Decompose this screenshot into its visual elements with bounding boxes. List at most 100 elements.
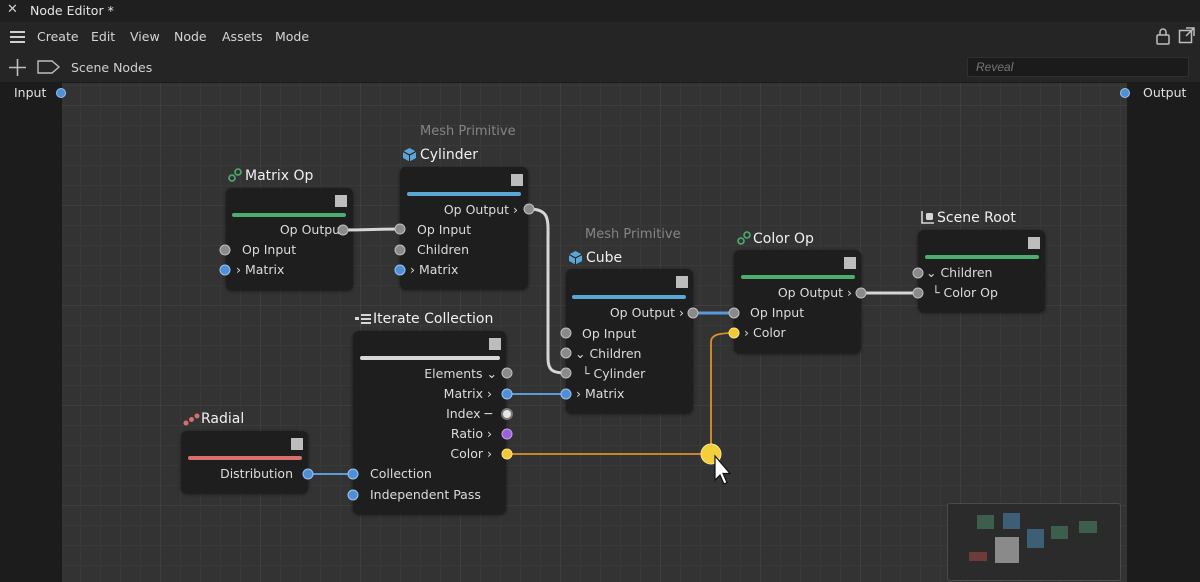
port-label-color: Color ›: [450, 446, 492, 461]
cylinder-category: Mesh Primitive: [420, 124, 516, 139]
cube-mesh-icon: [402, 148, 417, 162]
port-radial-distribution[interactable]: [302, 468, 314, 480]
port-label-op-input: Op Input: [750, 305, 805, 320]
port-label-color: › Color: [744, 325, 786, 340]
menu-edit[interactable]: Edit: [91, 29, 116, 44]
title-bar: ✕ Node Editor *: [0, 0, 1200, 22]
port-cylinder-in[interactable]: [394, 223, 406, 235]
iterate-icon: [355, 314, 371, 324]
menu-node[interactable]: Node: [174, 29, 207, 44]
cube-category: Mesh Primitive: [585, 227, 681, 242]
node-menu-icon[interactable]: [291, 438, 303, 442]
op-icon: [228, 168, 242, 182]
port-cube-matrix[interactable]: [560, 388, 572, 400]
port-label-children: ⌄ Children: [926, 265, 993, 280]
menu-view[interactable]: View: [130, 29, 160, 44]
radial-icon: [183, 413, 200, 426]
port-label-collection: Collection: [370, 466, 432, 481]
port-label-matrix: › Matrix: [410, 262, 459, 277]
menu-mode[interactable]: Mode: [275, 29, 310, 44]
output-port[interactable]: [1120, 88, 1130, 98]
node-menu-icon[interactable]: [1028, 237, 1040, 241]
input-port[interactable]: [56, 88, 66, 98]
port-iterate-color[interactable]: [501, 448, 513, 460]
port-iterate-index[interactable]: [501, 408, 513, 420]
port-colorop-in[interactable]: [728, 307, 740, 319]
menu-assets[interactable]: Assets: [222, 29, 263, 44]
minimap[interactable]: [947, 503, 1121, 581]
minimap-node: [977, 515, 994, 529]
port-label-op-input: Op Input: [242, 242, 297, 257]
port-label-color-op: └ Color Op: [932, 285, 998, 300]
minimap-node: [1003, 513, 1020, 529]
cylinder-node[interactable]: Op Output › Op Input Children › Matrix: [400, 167, 528, 289]
port-matrixop-out[interactable]: [337, 224, 349, 236]
radial-node[interactable]: Distribution: [181, 431, 308, 493]
menu-create[interactable]: Create: [37, 29, 79, 44]
iterate-collection-node[interactable]: Elements ⌄ Matrix › Index ─ Ratio › Colo…: [353, 331, 506, 514]
port-label-index: Index ─: [446, 406, 492, 421]
port-cylinder-children[interactable]: [394, 244, 406, 256]
port-iterate-independent-pass[interactable]: [347, 489, 359, 501]
port-label-op-output: Op Output ›: [443, 202, 518, 217]
input-column: [0, 83, 62, 582]
port-cube-children[interactable]: [560, 347, 572, 359]
node-menu-icon[interactable]: [335, 195, 347, 199]
color-op-node[interactable]: Op Output › Op Input › Color: [734, 250, 861, 353]
lock-icon[interactable]: [1155, 27, 1171, 45]
port-matrixop-in[interactable]: [219, 244, 231, 256]
close-icon[interactable]: ✕: [7, 2, 18, 17]
ports: [219, 203, 924, 501]
scene-root-icon: [921, 211, 934, 224]
color-op-title: Color Op: [753, 231, 814, 247]
hamburger-menu-icon[interactable]: [10, 31, 25, 33]
add-icon[interactable]: [8, 58, 27, 77]
minimap-node: [995, 537, 1019, 563]
node-menu-icon[interactable]: [676, 276, 688, 280]
port-label-elements: Elements ⌄: [424, 366, 497, 381]
port-label-op-output: Op Output ›: [609, 305, 684, 320]
cube-title: Cube: [586, 250, 623, 266]
port-cube-in[interactable]: [560, 327, 572, 339]
matrix-op-title: Matrix Op: [245, 168, 314, 184]
op-icon: [737, 231, 751, 245]
port-matrixop-matrix[interactable]: [219, 264, 231, 276]
mouse-cursor-icon: [714, 454, 732, 485]
cube-mesh-icon: [568, 251, 583, 265]
node-color-bar: [188, 456, 302, 460]
port-iterate-ratio[interactable]: [501, 428, 513, 440]
cube-node[interactable]: Op Output › Op Input ⌄ Children └ Cylind…: [566, 269, 693, 413]
matrix-op-node[interactable]: Op Output Op Input › Matrix: [226, 188, 353, 290]
wire-cylinder-to-cube[interactable]: [528, 207, 567, 375]
port-iterate-collection[interactable]: [347, 468, 359, 480]
node-color-bar: [572, 295, 686, 299]
cylinder-title: Cylinder: [420, 147, 478, 163]
node-color-bar: [407, 192, 521, 196]
reveal-search-input[interactable]: [967, 57, 1189, 77]
wire-dragging-color[interactable]: [507, 332, 735, 455]
port-cube-cylinder[interactable]: [560, 367, 572, 379]
expand-icon[interactable]: [1178, 27, 1195, 44]
port-label-matrix: Matrix ›: [443, 386, 492, 401]
port-label-independent-pass: Independent Pass: [370, 487, 481, 502]
port-iterate-matrix[interactable]: [501, 388, 513, 400]
port-sceneroot-colorop[interactable]: [912, 287, 924, 299]
tag-icon[interactable]: [37, 60, 61, 74]
radial-title: Radial: [201, 411, 245, 427]
node-color-bar: [360, 356, 500, 360]
port-cylinder-out[interactable]: [523, 203, 535, 215]
node-menu-icon[interactable]: [511, 174, 523, 178]
port-label-children: Children: [417, 242, 470, 257]
port-cylinder-matrix[interactable]: [394, 264, 406, 276]
port-iterate-elements[interactable]: [501, 367, 513, 379]
wire-matrixop-to-cylinder[interactable]: [342, 227, 401, 232]
port-colorop-color[interactable]: [728, 327, 740, 339]
node-menu-icon[interactable]: [844, 257, 856, 261]
node-menu-icon[interactable]: [489, 338, 501, 342]
port-cube-out[interactable]: [687, 307, 699, 319]
scene-root-node[interactable]: ⌄ Children └ Color Op: [918, 230, 1045, 312]
port-label-op-output: Op Output ›: [777, 285, 852, 300]
port-sceneroot-children[interactable]: [912, 267, 924, 279]
menu-bar: Create Edit View Node Assets Mode: [0, 22, 1200, 52]
port-colorop-out[interactable]: [855, 287, 867, 299]
